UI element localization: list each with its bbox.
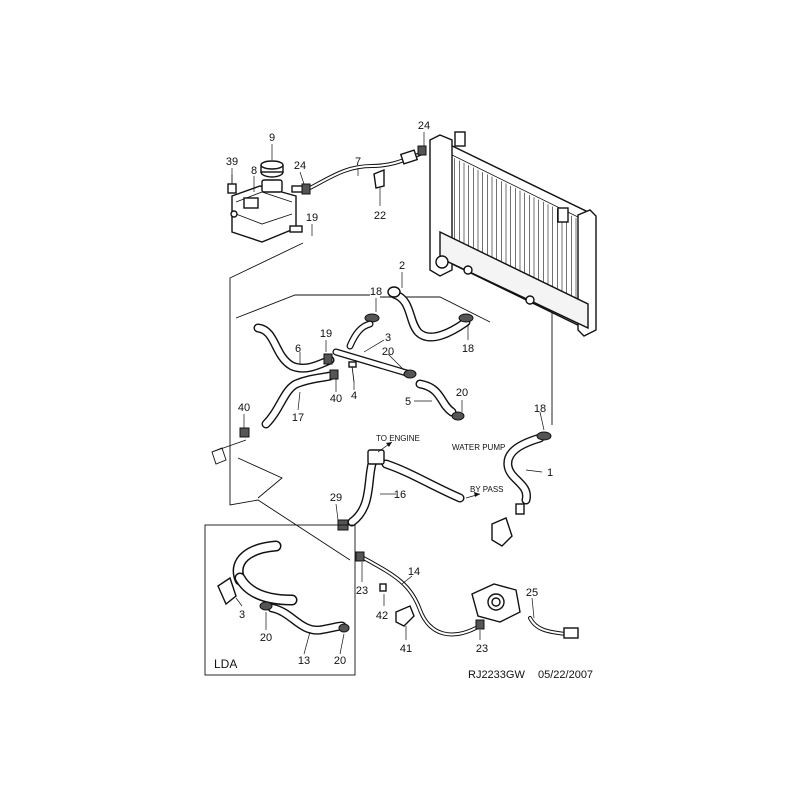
- callout-3: 3: [385, 332, 391, 344]
- callout-25: 25: [526, 587, 538, 599]
- callout-lda-20-a: 20: [260, 632, 272, 644]
- water-pump-label: WATER PUMP: [452, 443, 505, 452]
- callout-2: 2: [399, 260, 405, 272]
- callout-18-b: 18: [462, 343, 474, 355]
- hose-7: [301, 145, 427, 195]
- clamp-18-c: [536, 431, 552, 441]
- bolt-39: [227, 175, 237, 194]
- clamp-24-tank: [301, 183, 311, 195]
- surge-tank: [230, 160, 307, 243]
- annotation-arrows: [377, 441, 481, 499]
- lda-pipe-3: [217, 540, 298, 606]
- callout-13: 13: [298, 655, 310, 667]
- to-engine-label: TO ENGINE: [376, 434, 420, 443]
- callout-23-b: 23: [476, 643, 488, 655]
- callout-6: 6: [295, 343, 301, 355]
- leader-lines: [231, 132, 545, 655]
- hose-2: [364, 286, 474, 342]
- hose-6: [253, 323, 335, 373]
- clamp-18-b: [458, 313, 474, 323]
- callout-19-tank: 19: [306, 212, 318, 224]
- hose-16: [337, 449, 465, 531]
- callout-16: 16: [394, 489, 406, 501]
- callout-9: 9: [269, 132, 275, 144]
- pipe-3: [332, 320, 417, 379]
- hose-5: [415, 379, 465, 421]
- by-pass-label: BY PASS: [470, 485, 504, 494]
- callout-7: 7: [355, 156, 361, 168]
- callout-5: 5: [405, 396, 411, 408]
- pipe-14: [355, 551, 485, 637]
- clamp-23-b: [475, 619, 485, 630]
- radiator: [429, 131, 597, 337]
- callout-24-upper: 24: [418, 120, 430, 132]
- clamp-20-b: [451, 411, 465, 421]
- thermostat-housing: [491, 517, 513, 547]
- lda-inset-label: LDA: [214, 657, 237, 671]
- lda-hose-13: [259, 601, 350, 635]
- drawing-date: 05/22/2007: [538, 669, 593, 681]
- lda-inset-frame: [204, 524, 356, 676]
- callout-22: 22: [374, 210, 386, 222]
- bracket-41: [395, 605, 415, 627]
- clamp-40-a: [329, 369, 339, 380]
- callout-17: 17: [292, 412, 304, 424]
- bolt-4: [348, 361, 357, 383]
- hose-17: [211, 369, 339, 465]
- drawing-code: RJ2233GW: [468, 669, 525, 681]
- clamp-24-upper: [417, 145, 427, 156]
- bracket-22: [373, 168, 385, 189]
- callout-18-a: 18: [370, 286, 382, 298]
- callout-1: 1: [547, 467, 553, 479]
- callout-40-b: 40: [238, 402, 250, 414]
- callout-40-a: 40: [330, 393, 342, 405]
- callout-29: 29: [330, 492, 342, 504]
- clamp-19: [323, 353, 333, 365]
- lda-clamp-20-a: [259, 601, 273, 611]
- throttle-body: [471, 583, 521, 623]
- callout-14: 14: [408, 566, 420, 578]
- callout-labels: 9 8 39 24 7 24 22 19 2 18 18 19 3 20 6 4…: [226, 120, 553, 667]
- callout-19-hose: 19: [320, 328, 332, 340]
- callout-18-c: 18: [534, 403, 546, 415]
- clamp-20-a: [403, 369, 417, 379]
- lda-clamp-20-b: [338, 623, 350, 633]
- clamp-18-a: [364, 313, 380, 323]
- callout-23-a: 23: [356, 585, 368, 597]
- callout-42: 42: [376, 610, 388, 622]
- callout-20-b: 20: [456, 387, 468, 399]
- clamp-40-b: [239, 427, 250, 438]
- callout-20-a: 20: [382, 346, 394, 358]
- clamp-23-a: [355, 551, 365, 562]
- callout-lda-3: 3: [239, 609, 245, 621]
- callout-24-tank: 24: [294, 160, 306, 172]
- callout-8: 8: [251, 165, 257, 177]
- callout-41: 41: [400, 643, 412, 655]
- hose-1: [491, 431, 552, 547]
- callout-4: 4: [351, 390, 357, 402]
- bolt-42: [379, 583, 387, 592]
- hose-25: [528, 616, 579, 639]
- callout-39: 39: [226, 156, 238, 168]
- callout-lda-20-b: 20: [334, 655, 346, 667]
